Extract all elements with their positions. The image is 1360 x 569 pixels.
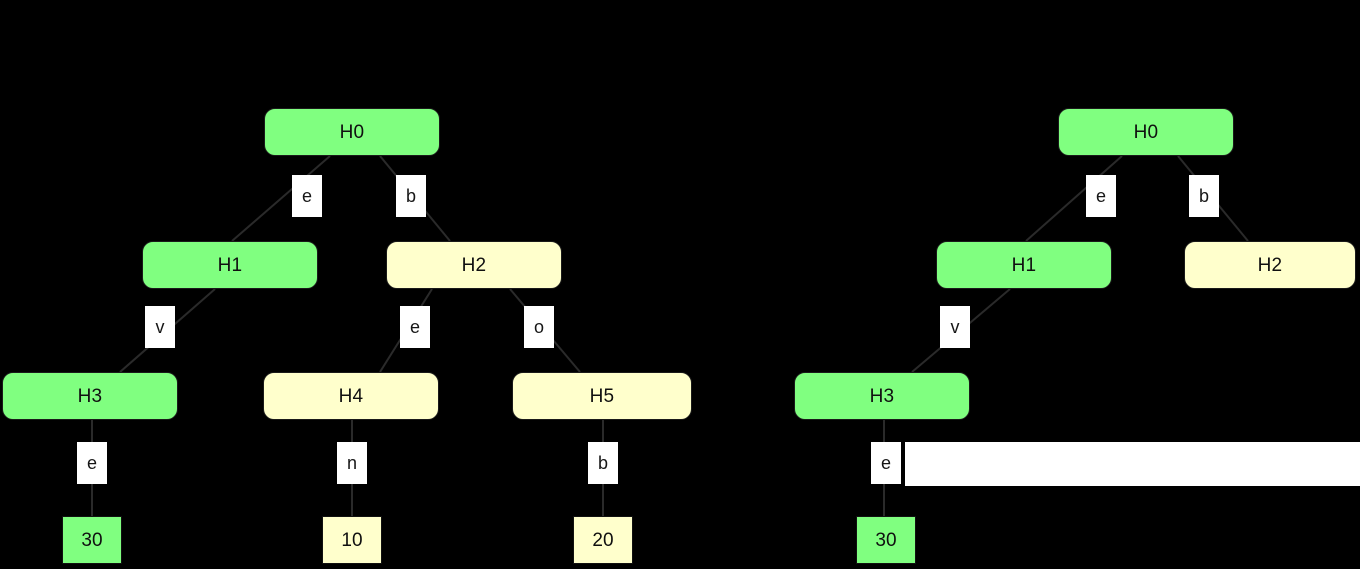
leaf-value-20-left-tree[interactable]: 20 (573, 516, 633, 564)
edge-L-H0-to-L-H1 (231, 155, 331, 242)
node-h2-right-tree[interactable]: H2 (1184, 241, 1356, 289)
edge-R-H0-to-R-H1 (1025, 155, 1123, 242)
node-h0-right-tree[interactable]: H0 (1058, 108, 1234, 156)
node-h3-right-tree[interactable]: H3 (794, 372, 970, 420)
white-band (905, 442, 1360, 486)
node-h5-left-tree[interactable]: H5 (512, 372, 692, 420)
edge-label-R-H0-R-H1: e (1086, 175, 1116, 217)
node-h1-left-tree[interactable]: H1 (142, 241, 318, 289)
leaf-value-30-right-tree[interactable]: 30 (856, 516, 916, 564)
edge-label-L-H0-L-H2: b (396, 175, 426, 217)
leaf-value-10-left-tree[interactable]: 10 (322, 516, 382, 564)
edge-label-L-H0-L-H1: e (292, 175, 322, 217)
edge-label-L-H2-L-H5: o (524, 306, 554, 348)
node-h4-left-tree[interactable]: H4 (263, 372, 439, 420)
leaf-value-30-left-tree[interactable]: 30 (62, 516, 122, 564)
edge-label-R-H1-R-H3: v (940, 306, 970, 348)
edge-label-L-H4-L-10: n (337, 442, 367, 484)
edge-label-L-H2-L-H4: e (400, 306, 430, 348)
edge-label-R-H3-R-30: e (871, 442, 901, 484)
edge-label-L-H1-L-H3: v (145, 306, 175, 348)
edge-label-L-H5-L-20: b (588, 442, 618, 484)
node-h1-right-tree[interactable]: H1 (936, 241, 1112, 289)
edge-label-R-H0-R-H2: b (1189, 175, 1219, 217)
edge-label-L-H3-L-30: e (77, 442, 107, 484)
node-h2-left-tree[interactable]: H2 (386, 241, 562, 289)
node-h3-left-tree[interactable]: H3 (2, 372, 178, 420)
node-h0-left-tree[interactable]: H0 (264, 108, 440, 156)
